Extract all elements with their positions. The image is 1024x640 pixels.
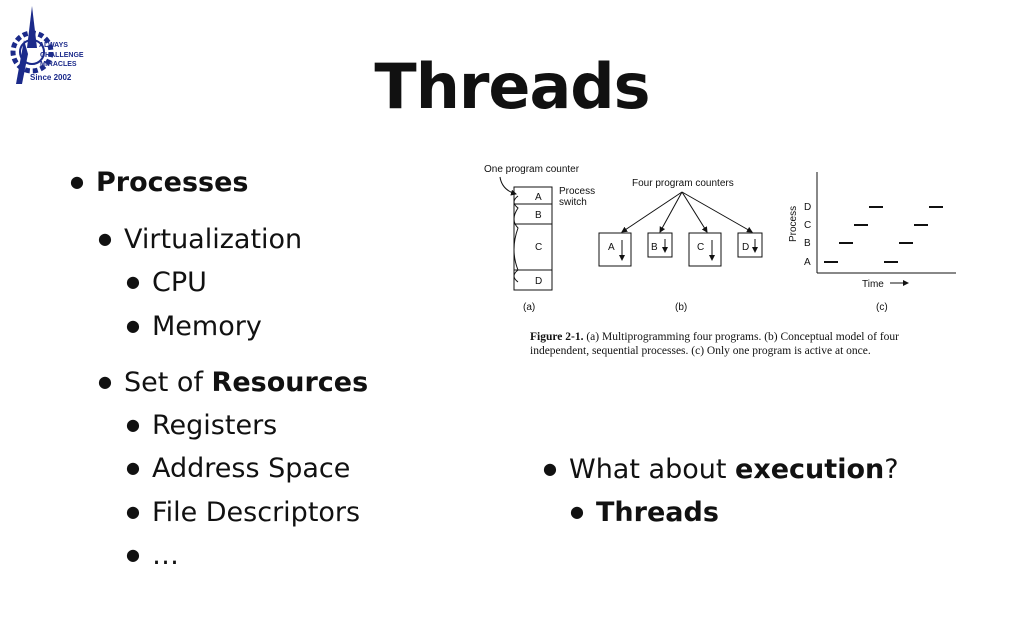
figure-multiprogramming: One program counter Process switch A B C…: [484, 164, 956, 313]
figure-caption-line-2: independent, sequential processes. (c) O…: [530, 345, 871, 357]
fig-a-stack: [513, 186, 553, 291]
fig-a-box-a: A: [535, 192, 542, 203]
fig-c-ylabel: Process: [788, 206, 799, 242]
fig-c-row-d: D: [804, 202, 811, 213]
bullet-dot: ●: [126, 316, 140, 335]
logo-line-2: CHALLENGE: [40, 52, 84, 59]
fig-c-row-b: B: [804, 238, 811, 249]
bullet-dot: ●: [570, 502, 584, 521]
fig-c-row-a: A: [804, 257, 811, 268]
bullet-dot: ●: [70, 172, 84, 191]
fig-b-box-c: C: [697, 242, 704, 253]
bullet-file-descriptors: ●File Descriptors: [126, 497, 361, 528]
organization-logo: ALWAYS CHALLENGE MIRACLES Since 2002: [10, 6, 84, 84]
bullet-virtualization: ●Virtualization: [98, 224, 303, 255]
bullet-address-space: ●Address Space: [126, 453, 351, 484]
logo-line-1: ALWAYS: [39, 42, 68, 49]
bullet-threads: ●Threads: [570, 497, 719, 528]
bullet-dot: ●: [543, 459, 557, 478]
bullet-set-of-resources: ●Set of Resources: [98, 367, 369, 398]
fig-a-switch-label-2: switch: [559, 197, 587, 208]
fig-a-box-d: D: [535, 276, 542, 287]
bullet-dot: ●: [98, 372, 112, 391]
fig-a-counter-label: One program counter: [484, 164, 580, 175]
bullet-dot: ●: [126, 502, 140, 521]
bullet-dot: ●: [98, 229, 112, 248]
logo-line-4: Since 2002: [30, 73, 72, 82]
fig-b-box-a: A: [608, 242, 615, 253]
bullet-registers: ●Registers: [126, 410, 278, 441]
fig-b-box-b: B: [651, 242, 658, 253]
bullet-dot: ●: [126, 458, 140, 477]
logo-line-3: MIRACLES: [40, 61, 77, 68]
fig-a-caption: (a): [523, 302, 535, 313]
fig-a-box-b: B: [535, 210, 542, 221]
fig-b-caption: (b): [675, 302, 687, 313]
fig-c-row-c: C: [804, 220, 811, 231]
bullet-memory: ●Memory: [126, 311, 262, 342]
bullet-dot: ●: [126, 272, 140, 291]
figure-caption-line-1: (a) Multiprogramming four programs. (b) …: [586, 331, 899, 343]
figure-caption: Figure 2-1. (a) Multiprogramming four pr…: [530, 330, 930, 358]
fig-c-caption: (c): [876, 302, 888, 313]
bullet-processes: ●Processes: [70, 167, 249, 198]
fig-a-switch-label-1: Process: [559, 186, 595, 197]
fig-b-counters-label: Four program counters: [632, 178, 734, 189]
figure-caption-label: Figure 2-1.: [530, 331, 584, 343]
fig-c-xlabel: Time: [862, 279, 884, 290]
bullet-dot: ●: [126, 415, 140, 434]
fig-b-box-d: D: [742, 242, 749, 253]
slide-title: Threads: [374, 50, 650, 123]
bullet-dot: ●: [126, 545, 140, 564]
bullet-ellipsis: ●…: [126, 540, 179, 571]
fig-a-box-c: C: [535, 242, 542, 253]
bullet-what-about-execution: ●What about execution?: [543, 454, 899, 485]
bullet-cpu: ●CPU: [126, 267, 207, 298]
